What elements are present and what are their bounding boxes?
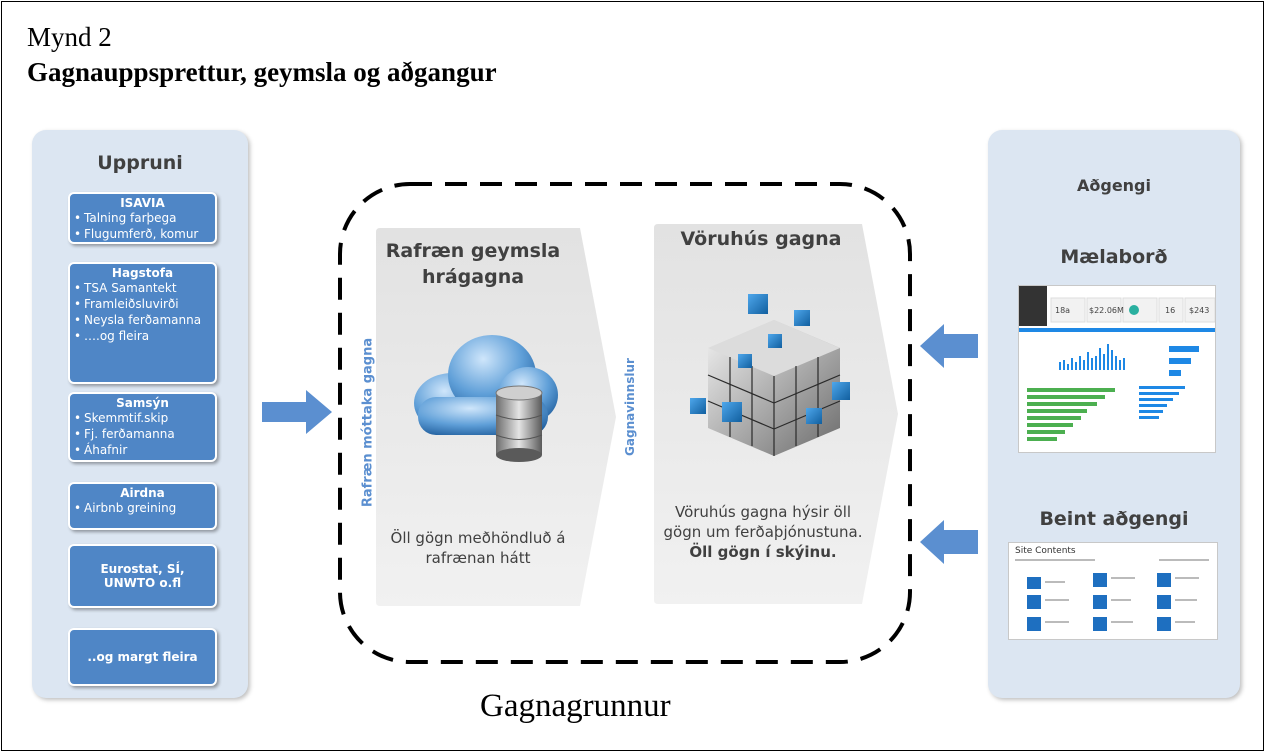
- source-box-samsyn: Samsýn Skemmtif.skip Fj. ferðamanna Áhaf…: [68, 392, 217, 462]
- site-contents-title: Site Contents: [1015, 546, 1076, 556]
- source-item: Fj. ferðamanna: [74, 426, 212, 442]
- processing-label: Gagnavinnslur: [623, 358, 637, 456]
- source-title: ..og margt fleira: [87, 650, 198, 664]
- source-item: Airbnb greining: [74, 500, 212, 516]
- kpi-value: $22.06M: [1089, 306, 1124, 315]
- sources-panel: Uppruni ISAVIA Talning farþega Flugumfer…: [32, 130, 248, 698]
- source-item: Talning farþega: [74, 210, 212, 226]
- source-box-hagstofa: Hagstofa TSA Samantekt Framleiðsluvirði …: [68, 262, 217, 384]
- access-panel: Aðgengi Mælaborð: [988, 130, 1240, 698]
- intake-arrow: [262, 390, 332, 434]
- storage-footer: Öll gögn meðhöndluð á rafrænan hátt: [390, 529, 566, 567]
- storage-title: Rafræn geymsla hrágagna: [385, 240, 561, 288]
- access-heading: Aðgengi: [1076, 176, 1151, 195]
- site-contents-thumbnail: Site Contents: [1008, 542, 1218, 640]
- kpi-value: 18a: [1055, 306, 1071, 315]
- source-title: Samsýn: [116, 396, 169, 410]
- source-title: Eurostat, SÍ, UNWTO o.fl: [100, 562, 185, 590]
- source-item: Framleiðsluvirði: [74, 296, 212, 312]
- warehouse-footer: Vöruhús gagna hýsir öll gögn um ferðaþjó…: [658, 502, 868, 562]
- source-item: Neysla ferðamanna: [74, 312, 212, 328]
- kpi-value: 16: [1165, 306, 1176, 315]
- figure-title: Gagnauppsprettur, geymsla og aðgangur: [27, 57, 497, 87]
- direct-access-arrow: [920, 520, 978, 564]
- figure-number: Mynd 2: [27, 22, 112, 52]
- kpi-value: $243: [1189, 306, 1210, 315]
- source-box-more: ..og margt fleira: [68, 628, 217, 686]
- source-item: Flugumferð, komur: [74, 226, 212, 242]
- source-item: Skemmtif.skip: [74, 410, 212, 426]
- source-title: Airdna: [120, 486, 165, 500]
- source-title: Hagstofa: [111, 266, 174, 280]
- source-item: Áhafnir: [74, 442, 212, 458]
- direct-access-label: Beint aðgengi: [1039, 508, 1189, 530]
- warehouse-footer-bold: Öll gögn í skýinu.: [689, 543, 837, 561]
- dashboard-arrow: [920, 324, 978, 368]
- data-cube-icon: [690, 294, 850, 456]
- source-box-isavia: ISAVIA Talning farþega Flugumferð, komur: [68, 192, 217, 244]
- warehouse-footer-text: Vöruhús gagna hýsir öll gögn um ferðaþjó…: [663, 503, 863, 541]
- source-box-eurostat: Eurostat, SÍ, UNWTO o.fl: [68, 544, 217, 608]
- dashboard-label: Mælaborð: [1060, 246, 1168, 268]
- source-box-airdna: Airdna Airbnb greining: [68, 482, 217, 530]
- source-item: TSA Samantekt: [74, 280, 212, 296]
- warehouse-title: Vöruhús gagna: [680, 228, 842, 250]
- source-item: ….og fleira: [74, 328, 212, 344]
- cloud-database-icon: [414, 335, 558, 462]
- database-label: Gagnagrunnur: [480, 688, 671, 724]
- sources-heading: Uppruni: [97, 152, 183, 174]
- source-title: ISAVIA: [120, 196, 165, 210]
- dashboard-thumbnail: 18a $22.06M 16 $243: [1018, 285, 1216, 453]
- database-boundary: [338, 182, 912, 664]
